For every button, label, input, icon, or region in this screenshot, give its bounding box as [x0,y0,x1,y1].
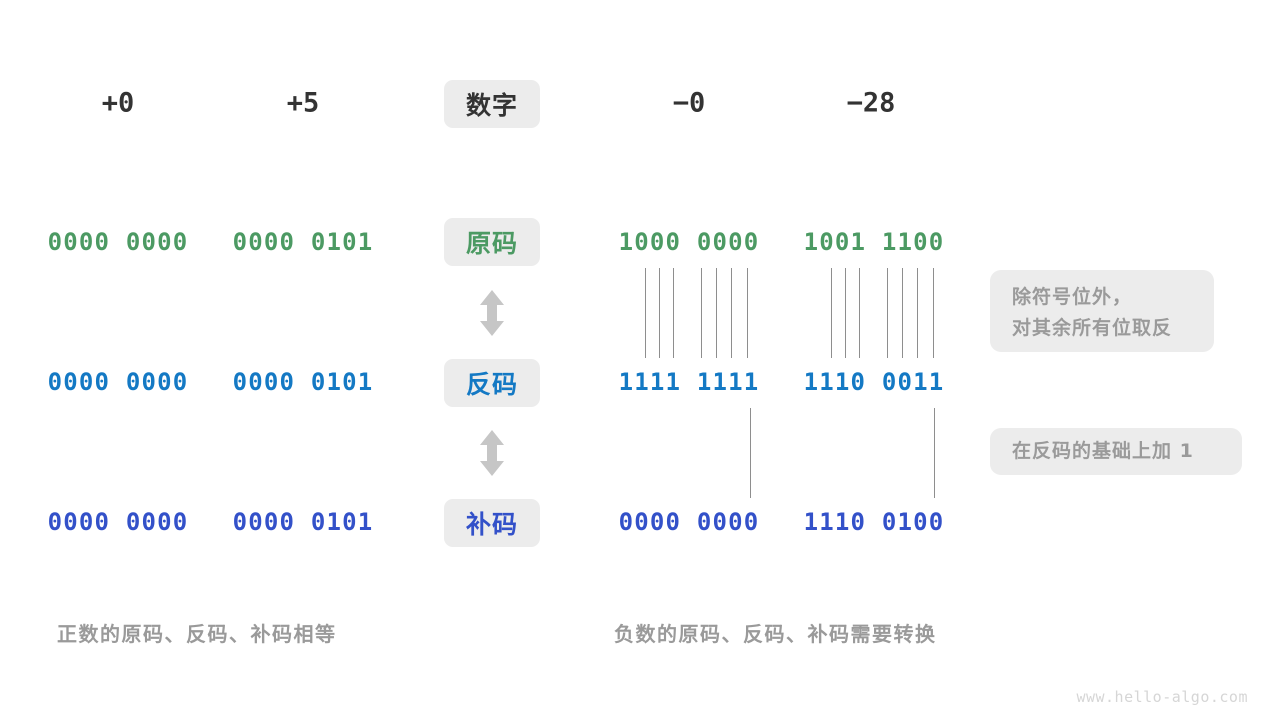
carry-link-line [934,408,935,498]
row-label-sign-magnitude: 原码 [444,218,540,266]
bit-link-line [731,268,732,358]
bit-link-line [645,268,646,358]
row-label-ones-complement: 反码 [444,359,540,407]
bit-link-line [902,268,903,358]
bit-link-line [659,268,660,358]
bits-ones-complement-minus-zero: 1111 1111 [618,368,760,396]
annotation-invert-bits: 除符号位外， 对其余所有位取反 [990,270,1214,352]
double-arrow-vertical-icon [480,430,504,476]
bit-link-line [917,268,918,358]
bit-link-line [933,268,934,358]
row-label-number: 数字 [444,80,540,128]
bits-twos-complement-plus-zero: 0000 0000 [47,508,189,536]
caption-positive: 正数的原码、反码、补码相等 [57,622,337,646]
bits-twos-complement-minus-twentyeight: 1110 0100 [803,508,945,536]
caption-negative: 负数的原码、反码、补码需要转换 [614,622,937,646]
bits-ones-complement-plus-zero: 0000 0000 [47,368,189,396]
bit-link-line [673,268,674,358]
carry-link-line [750,408,751,498]
bit-link-line [859,268,860,358]
bits-twos-complement-plus-five: 0000 0101 [232,508,374,536]
double-arrow-vertical-icon [480,290,504,336]
bit-link-line [701,268,702,358]
bits-ones-complement-minus-twentyeight: 1110 0011 [803,368,945,396]
annotation-add-one: 在反码的基础上加 1 [990,428,1242,475]
bit-link-line [845,268,846,358]
row-label-twos-complement: 补码 [444,499,540,547]
column-header-plus-five: +5 [286,87,320,119]
bits-sign-magnitude-minus-zero: 1000 0000 [618,228,760,256]
bit-link-line [831,268,832,358]
watermark: www.hello-algo.com [1076,688,1248,706]
bits-twos-complement-minus-zero: 0000 0000 [618,508,760,536]
column-header-plus-zero: +0 [101,87,135,119]
column-header-minus-zero: −0 [672,87,706,119]
bit-link-line [716,268,717,358]
bits-ones-complement-plus-five: 0000 0101 [232,368,374,396]
bit-link-line [887,268,888,358]
column-header-minus-twentyeight: −28 [846,87,896,119]
bits-sign-magnitude-plus-five: 0000 0101 [232,228,374,256]
bit-link-line [747,268,748,358]
bits-sign-magnitude-plus-zero: 0000 0000 [47,228,189,256]
bits-sign-magnitude-minus-twentyeight: 1001 1100 [803,228,945,256]
